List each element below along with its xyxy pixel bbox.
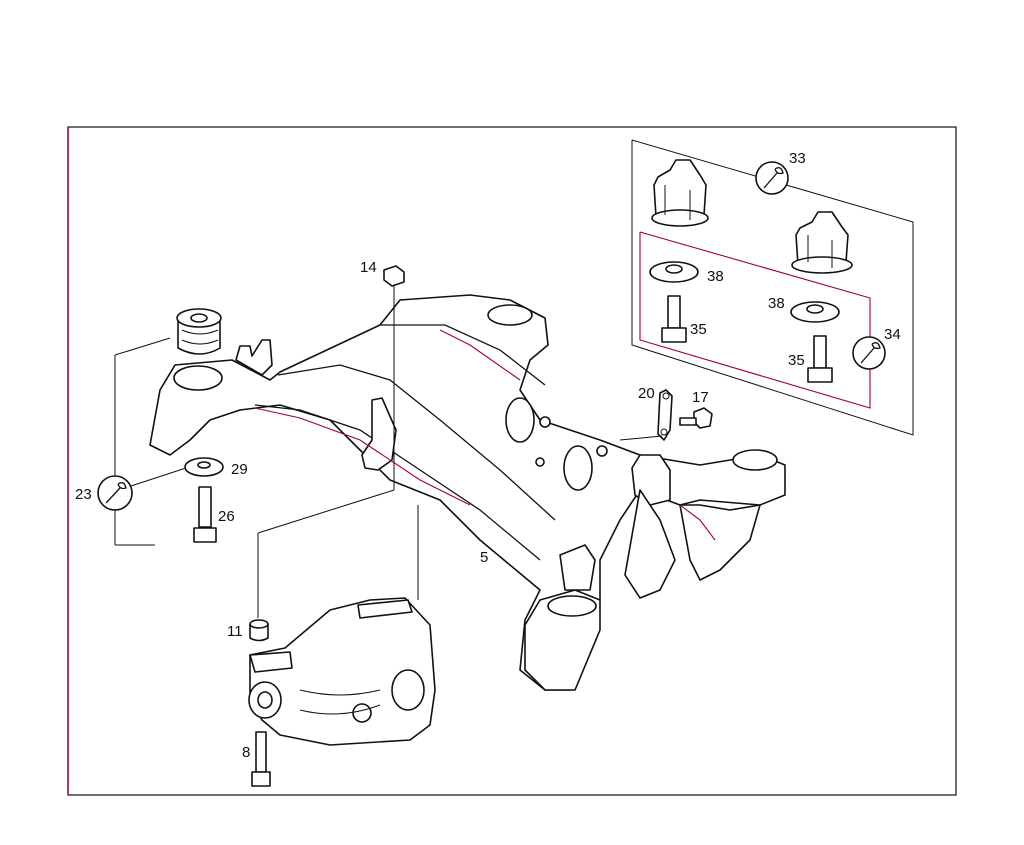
callout-38-left: 38 (707, 268, 724, 285)
callout-14: 14 (360, 259, 377, 276)
callout-38-right: 38 (768, 295, 785, 312)
callout-5: 5 (480, 549, 488, 566)
nut-14 (383, 265, 405, 287)
subframe-mount-bushing (176, 308, 222, 355)
left-mount-hardware (97, 337, 224, 546)
callout-33: 33 (789, 150, 806, 167)
callout-20: 20 (638, 385, 655, 402)
bracket-20 (657, 389, 673, 441)
callout-23: 23 (75, 486, 92, 503)
bolt-8 (251, 731, 271, 787)
callout-11: 11 (227, 623, 243, 640)
callout-35-right: 35 (788, 352, 805, 369)
bolt-17 (679, 407, 713, 429)
callout-17: 17 (692, 389, 709, 406)
callout-8: 8 (242, 744, 250, 761)
callout-34: 34 (884, 326, 901, 343)
callout-26: 26 (218, 508, 235, 525)
rear-subframe (149, 294, 786, 691)
differential-housing (248, 597, 436, 746)
inset-mount-group (631, 139, 914, 436)
callout-35-left: 35 (690, 321, 707, 338)
callout-29: 29 (231, 461, 248, 478)
bushing-11 (249, 619, 269, 642)
